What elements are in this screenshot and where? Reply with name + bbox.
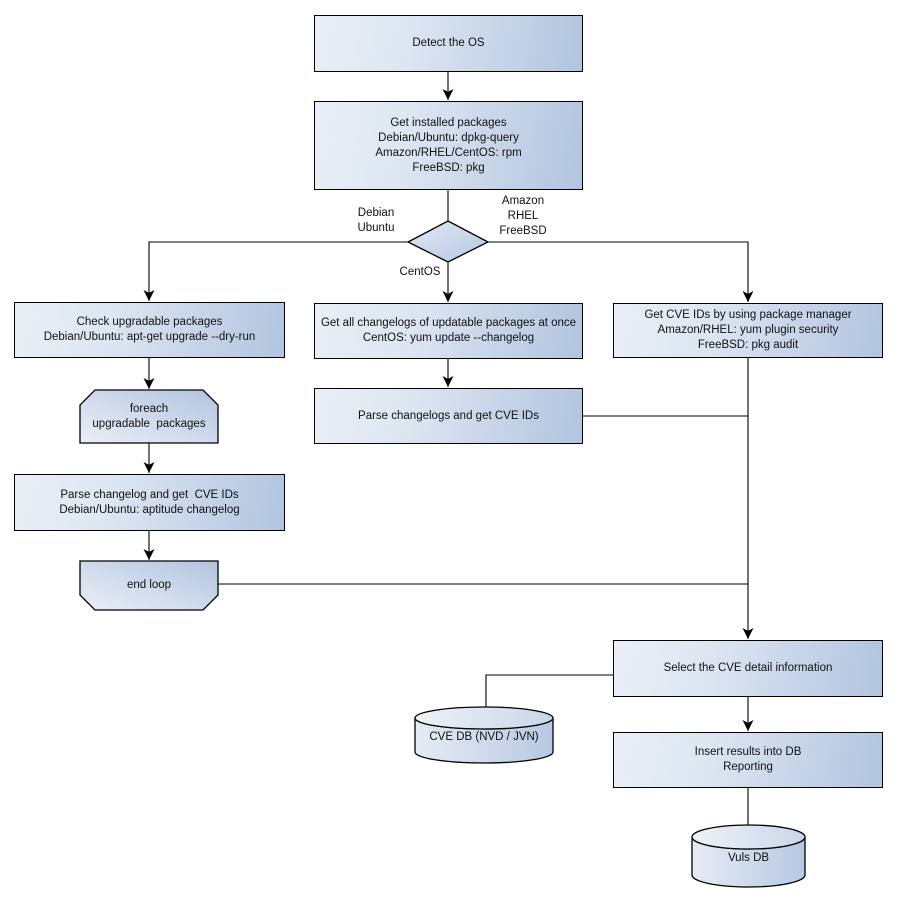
node-text-line: Debian/Ubuntu: dpkg-query bbox=[378, 131, 519, 144]
node-text-line: Detect the OS bbox=[412, 37, 485, 49]
node-text-line: Get installed packages bbox=[390, 116, 507, 129]
decision-os-diamond bbox=[406, 220, 490, 263]
edge-label-line: FreeBSD bbox=[499, 225, 547, 237]
node-parse-changelogs: Parse changelogs and get CVE IDs bbox=[314, 388, 583, 444]
edge-diamond-to-check-upgradable bbox=[143, 241, 408, 301]
edge-label-amazon-rhel-freebsd: Amazon RHEL FreeBSD bbox=[492, 194, 554, 239]
node-check-upgradable-packages: Check upgradable packages Debian/Ubuntu:… bbox=[14, 302, 285, 358]
node-select-cve-detail: Select the CVE detail information bbox=[613, 640, 883, 697]
node-text-line: Vuls DB bbox=[727, 851, 770, 864]
node-text-line: Get CVE IDs by using package manager bbox=[644, 309, 852, 321]
cylinder-vuls-db-top bbox=[691, 824, 806, 850]
loop-end-label: end loop bbox=[80, 561, 218, 610]
node-get-all-changelogs: Get all changelogs of updatable packages… bbox=[314, 303, 583, 359]
node-get-cve-ids-pkg-manager: Get CVE IDs by using package manager Ama… bbox=[613, 303, 883, 358]
node-text-line: upgradable packages bbox=[92, 417, 206, 430]
edge-label-line: Debian bbox=[357, 207, 395, 219]
node-text-line: Debian/Ubuntu: apt-get upgrade --dry-run bbox=[43, 331, 256, 343]
edge-label-line: RHEL bbox=[507, 210, 539, 222]
edge-label-line: Ubuntu bbox=[357, 222, 395, 234]
cylinder-vuls-db bbox=[691, 824, 806, 888]
node-insert-results-db: Insert results into DB Reporting bbox=[613, 732, 883, 788]
node-text-line: Amazon/RHEL: yum plugin security bbox=[657, 324, 839, 336]
node-parse-changelog-debian: Parse changelog and get CVE IDs Debian/U… bbox=[14, 474, 285, 531]
node-text-line: foreach bbox=[129, 402, 169, 415]
node-text-line: CVE DB (NVD / JVN) bbox=[429, 730, 539, 743]
node-text-line: CentOS: yum update --changelog bbox=[362, 332, 535, 344]
cve-db-label: CVE DB (NVD / JVN) bbox=[415, 711, 553, 763]
cylinder-cve-db-top bbox=[414, 706, 554, 730]
node-text-line: Reporting bbox=[723, 761, 773, 773]
edge-label-line: CentOS bbox=[399, 266, 441, 278]
edge-label-line: Amazon bbox=[501, 195, 545, 207]
node-detect-os: Detect the OS bbox=[314, 15, 583, 72]
node-get-installed-packages: Get installed packages Debian/Ubuntu: dp… bbox=[314, 101, 583, 190]
edge-label-debian-ubuntu: Debian Ubuntu bbox=[346, 206, 406, 236]
loop-start-label: foreach upgradable packages bbox=[80, 390, 218, 443]
loop-end-shape bbox=[79, 560, 219, 611]
node-text-line: Check upgradable packages bbox=[76, 316, 223, 328]
node-text-line: Parse changelogs and get CVE IDs bbox=[358, 409, 539, 422]
node-text-line: FreeBSD: pkg audit bbox=[697, 339, 799, 351]
node-text-line: Amazon/RHEL/CentOS: rpm bbox=[375, 146, 522, 159]
node-text-line: Get all changelogs of updatable packages… bbox=[320, 317, 577, 329]
node-text-line: Select the CVE detail information bbox=[663, 662, 833, 674]
edge-diamond-to-get-cve-ids bbox=[488, 241, 754, 302]
node-text-line: Parse changelog and get CVE IDs bbox=[60, 488, 239, 501]
node-text-line: end loop bbox=[126, 579, 172, 591]
vuls-db-label: Vuls DB bbox=[692, 833, 805, 883]
edge-cvedb-to-select bbox=[485, 674, 613, 707]
cylinder-cve-db bbox=[414, 706, 554, 764]
loop-start-shape bbox=[79, 389, 219, 444]
node-text-line: Insert results into DB bbox=[694, 746, 802, 758]
edge-label-centos: CentOS bbox=[391, 265, 449, 280]
node-text-line: FreeBSD: pkg bbox=[412, 161, 485, 174]
node-text-line: Debian/Ubuntu: aptitude changelog bbox=[59, 503, 240, 516]
